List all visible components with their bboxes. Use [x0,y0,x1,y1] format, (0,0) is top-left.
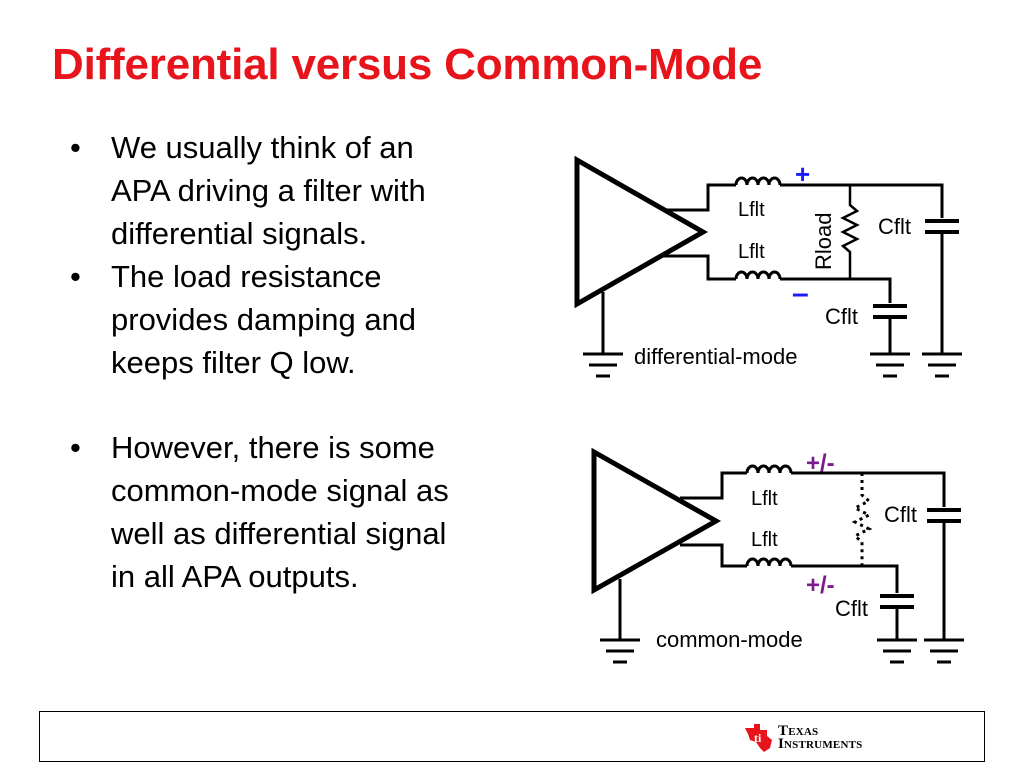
logo-line-1: Texas [778,723,819,739]
bottom-rail-wire [780,277,892,303]
common-mode-circuit [591,447,964,664]
common-mode-labels: Lflt Lflt Cflt Cflt +/- +/- common-mode [656,450,917,652]
svg-text:ti: ti [754,731,762,745]
bullet-line: differential signals. [111,216,368,251]
cap-bottom-label: Cflt [835,596,868,621]
common-mode-label: common-mode [656,627,803,652]
inductor-bottom [745,557,793,567]
plus-sign: + [795,159,810,189]
logo-wordmark: Texas Instruments [778,723,863,752]
ground-symbol [877,638,917,664]
differential-mode-labels: Lflt Lflt Rload Cflt Cflt + – differenti… [634,159,911,369]
rload-resistor-dotted [851,473,873,566]
bullet-item: We usually think of an APA driving a fil… [68,126,558,255]
amplifier-symbol [574,155,709,309]
bullet-line: provides damping and [111,302,417,337]
top-rail-wire [780,183,944,218]
ground-symbol [922,352,962,378]
inductor-top-label: Lflt [738,199,765,221]
bottom-output-wire [680,543,747,568]
bottom-output-wire [663,254,736,281]
logo-line-2: Instruments [778,736,863,752]
bullet-line: The load resistance [111,259,382,294]
rload-label: Rload [811,213,836,270]
inductor-top-label: Lflt [751,488,778,510]
ground-symbol [583,352,623,378]
top-output-wire [680,471,747,500]
bullet-line: However, there is some [111,430,435,465]
texas-instruments-logo-icon: ti [745,724,772,752]
inductor-bottom-label: Lflt [751,529,778,551]
rload-resistor [840,185,860,279]
bullet-line: well as differential signal [111,516,447,551]
bullet-item: However, there is some common-mode signa… [68,426,558,598]
bullet-line: keeps filter Q low. [111,345,356,380]
ground-symbol [924,638,964,664]
inductor-top [734,176,782,186]
inductor-bottom-label: Lflt [738,241,765,263]
inductor-top [745,464,793,474]
inductor-bottom [734,270,782,280]
cap-bottom-label: Cflt [825,304,858,329]
bullet-line: in all APA outputs. [111,559,359,594]
bottom-rail-wire [791,564,899,593]
top-rail-wire [791,471,946,507]
bullet-line: common-mode signal as [111,473,449,508]
bullet-line: We usually think of an [111,130,414,165]
polarity-bottom-label: +/- [806,572,835,599]
bullet-list: We usually think of an APA driving a fil… [68,126,558,598]
polarity-top-label: +/- [806,450,835,477]
cap-right-label: Cflt [884,502,917,527]
differential-mode-circuit [574,155,962,378]
cap-right-label: Cflt [878,214,911,239]
ground-symbol [600,638,640,664]
ground-symbol [870,352,910,378]
top-output-wire [663,183,736,212]
bullet-line: APA driving a filter with [111,173,426,208]
footer-bar [39,711,985,762]
differential-mode-label: differential-mode [634,344,797,369]
slide-title: Differential versus Common-Mode [52,40,763,89]
minus-sign: – [792,277,809,310]
amplifier-symbol [591,447,722,595]
bullet-item: The load resistance provides damping and… [68,255,558,384]
